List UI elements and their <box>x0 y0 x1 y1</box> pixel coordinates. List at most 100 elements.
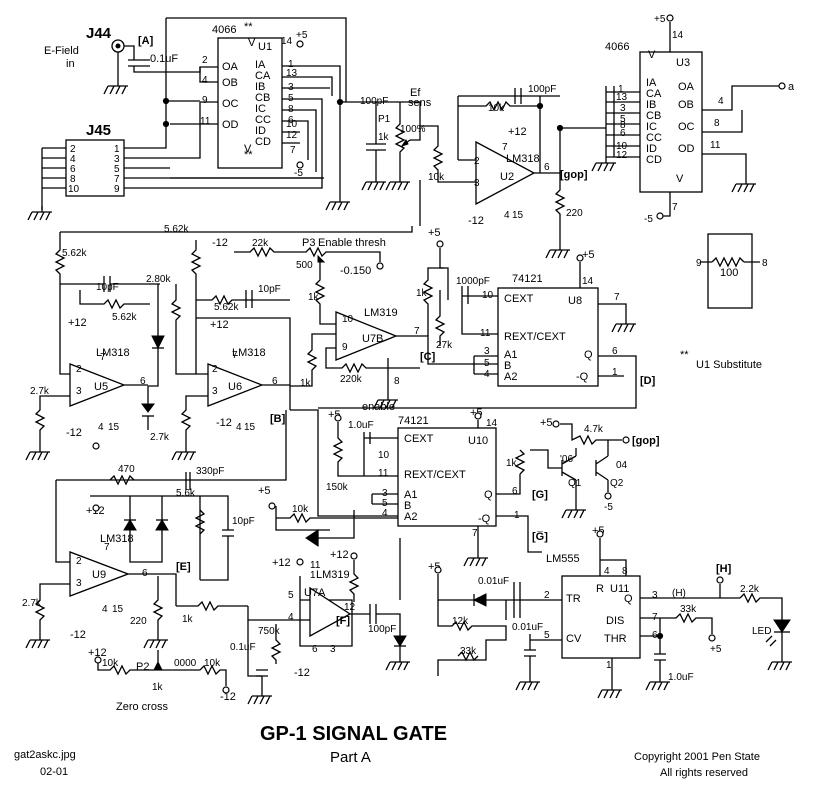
svg-text:10: 10 <box>342 314 354 325</box>
svg-text:13: 13 <box>616 92 628 103</box>
svg-text:9: 9 <box>114 184 120 195</box>
title-block: GP-1 SIGNAL GATE Part A gat2askc.jpg 02-… <box>14 723 760 779</box>
c1-value: 0.1uF <box>150 53 178 65</box>
svg-text:2.7k: 2.7k <box>30 386 50 397</box>
svg-text:-5: -5 <box>644 214 653 225</box>
svg-text:7: 7 <box>672 202 678 213</box>
svg-text:14: 14 <box>281 36 293 47</box>
svg-text:-12: -12 <box>220 691 236 703</box>
svg-text:DIS: DIS <box>606 615 624 627</box>
svg-text:3: 3 <box>620 103 626 114</box>
comparator-u7a: +5 10k +12 +12 U7A LM319 5 4 12 11 1 6 3… <box>88 485 411 713</box>
svg-text:V: V <box>248 37 256 49</box>
svg-text:7: 7 <box>502 142 508 153</box>
svg-text:5.62k: 5.62k <box>112 312 137 323</box>
led-label: LED <box>752 626 771 637</box>
svg-text:+5: +5 <box>296 30 308 41</box>
svg-text:22k: 22k <box>252 238 269 249</box>
svg-text:CB: CB <box>646 110 661 122</box>
svg-text:220k: 220k <box>340 374 363 385</box>
svg-text:3: 3 <box>114 154 120 165</box>
opamp-u2: LM318 U2 2 3 6 7 4 15 +12 -12 10k 100pF … <box>457 84 606 259</box>
svg-text:IC: IC <box>255 103 266 115</box>
svg-text:4: 4 <box>236 422 242 433</box>
svg-text:+12: +12 <box>272 557 291 569</box>
svg-text:1k: 1k <box>300 378 312 389</box>
svg-text:500: 500 <box>296 260 313 271</box>
svg-text:-5: -5 <box>604 502 613 513</box>
svg-text:4.7k: 4.7k <box>584 424 604 435</box>
svg-text:1k: 1k <box>308 292 320 303</box>
svg-text:3: 3 <box>652 590 658 601</box>
svg-text:8: 8 <box>762 258 768 269</box>
svg-text:8: 8 <box>394 376 400 387</box>
svg-text:9: 9 <box>202 95 208 106</box>
svg-text:1: 1 <box>114 144 120 155</box>
file-name: gat2askc.jpg <box>14 749 76 761</box>
svg-text:V: V <box>648 49 656 61</box>
svg-text:REXT/CEXT: REXT/CEXT <box>504 331 566 343</box>
svg-text:1k: 1k <box>182 614 194 625</box>
svg-text:100%: 100% <box>400 124 426 135</box>
zero-cross-label: Zero cross <box>116 701 168 713</box>
svg-text:B: B <box>504 360 511 372</box>
svg-text:V: V <box>244 143 252 155</box>
svg-text:33k: 33k <box>460 646 477 657</box>
svg-text:5.62k: 5.62k <box>164 224 189 235</box>
svg-text:-12: -12 <box>66 427 82 439</box>
svg-text:6: 6 <box>272 376 278 387</box>
node-h-label: [H] <box>716 563 732 575</box>
j45-label: J45 <box>86 122 111 139</box>
svg-text:OA: OA <box>678 81 695 93</box>
svg-text:220: 220 <box>130 616 147 627</box>
svg-text:OB: OB <box>678 99 694 111</box>
svg-text:P1: P1 <box>378 114 391 125</box>
svg-text:CV: CV <box>566 633 582 645</box>
output-a-label: a <box>788 81 795 93</box>
svg-text:+5: +5 <box>582 249 595 261</box>
diagram-subtitle: Part A <box>330 749 371 766</box>
svg-text:-12: -12 <box>468 215 484 227</box>
svg-text:15: 15 <box>108 422 120 433</box>
svg-text:11: 11 <box>378 468 389 479</box>
svg-text:CC: CC <box>255 114 271 126</box>
svg-text:8: 8 <box>714 118 720 129</box>
svg-text:5.62k: 5.62k <box>214 302 239 313</box>
svg-text:1k: 1k <box>152 682 164 693</box>
j44-desc-in: in <box>66 58 75 70</box>
svg-text:LM318: LM318 <box>96 347 130 359</box>
svg-text:6: 6 <box>140 376 146 387</box>
svg-text:P2: P2 <box>136 661 149 673</box>
svg-text:+12: +12 <box>210 319 229 331</box>
node-b-label: [B] <box>270 413 286 425</box>
svg-text:4066: 4066 <box>605 41 629 53</box>
svg-text:+12: +12 <box>68 317 87 329</box>
svg-text:+5: +5 <box>258 485 271 497</box>
j44-desc: E-Field <box>44 45 79 57</box>
svg-text:OC: OC <box>222 98 239 110</box>
rights: All rights reserved <box>660 767 748 779</box>
svg-text:14: 14 <box>582 276 594 287</box>
svg-text:7: 7 <box>614 292 620 303</box>
svg-text:10k: 10k <box>292 504 309 515</box>
svg-text:7: 7 <box>104 542 110 553</box>
opamp-u9: 470 330pF 5.6k 10pF LM318 U9 2 3 6 7 4 1… <box>22 410 287 649</box>
svg-text:U11: U11 <box>610 583 629 595</box>
svg-text:5: 5 <box>114 164 120 175</box>
svg-text:5: 5 <box>620 114 626 125</box>
svg-text:4: 4 <box>382 508 388 519</box>
svg-text:ID: ID <box>646 143 657 155</box>
svg-text:P3: P3 <box>302 237 315 249</box>
comparator-u7b: LM319 U7B 10 9 7 8 220k enable [C] 1k +5 <box>325 227 474 413</box>
svg-text:-12: -12 <box>212 237 228 249</box>
node-g-label: [G] <box>532 489 548 501</box>
svg-text:4: 4 <box>288 612 294 623</box>
svg-text:+5: +5 <box>710 644 722 655</box>
svg-text:CD: CD <box>255 136 271 148</box>
svg-text:CEXT: CEXT <box>504 293 534 305</box>
svg-text:6: 6 <box>312 644 318 655</box>
svg-text:0.1uF: 0.1uF <box>230 642 256 653</box>
svg-text:14: 14 <box>486 418 498 429</box>
svg-text:U3: U3 <box>676 57 690 69</box>
svg-text:TR: TR <box>566 593 581 605</box>
